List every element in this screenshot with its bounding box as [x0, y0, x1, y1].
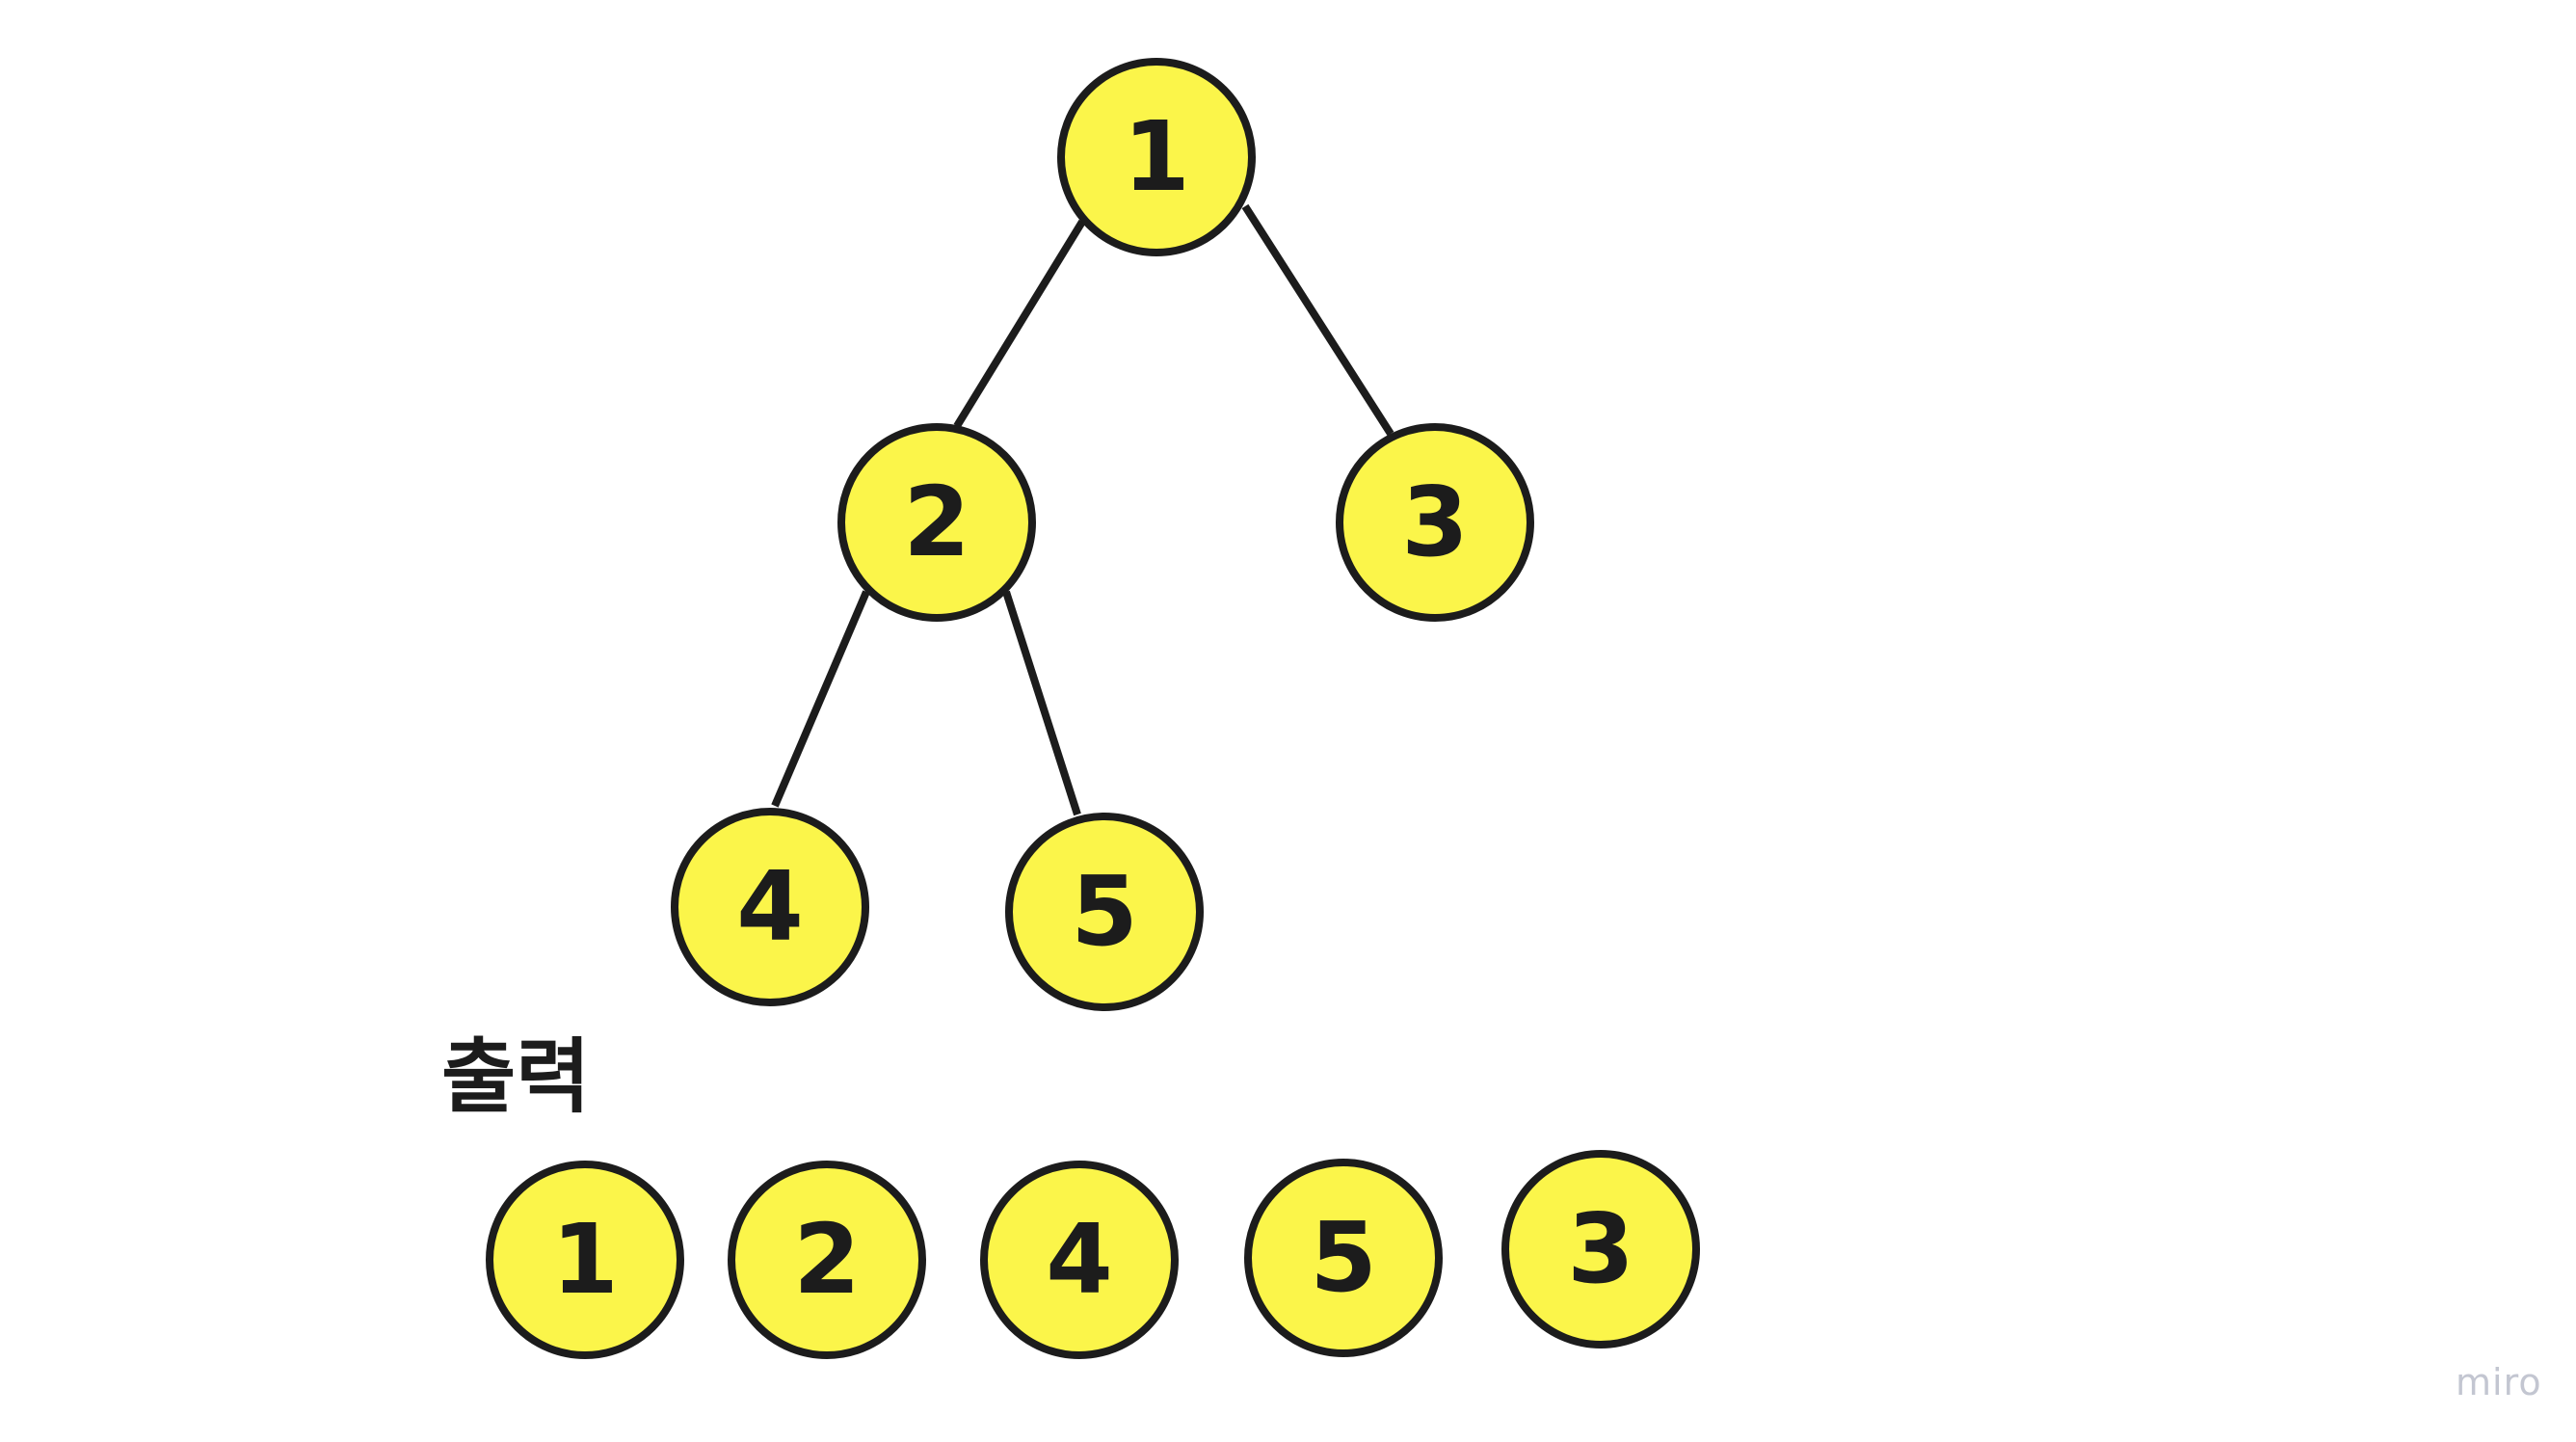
tree-node-1: 1	[1057, 58, 1256, 256]
tree-node-5: 5	[1005, 813, 1204, 1011]
output-node-1: 1	[486, 1161, 684, 1359]
output-node-3: 4	[980, 1161, 1179, 1359]
edge-2-4	[771, 590, 870, 808]
output-title: 출력	[441, 1029, 591, 1124]
edge-1-3	[1241, 203, 1394, 437]
output-node-2: 2	[728, 1161, 926, 1359]
tree-node-2: 2	[837, 423, 1036, 622]
tree-node-4: 4	[671, 808, 869, 1006]
edge-2-5	[1002, 590, 1081, 816]
output-node-4: 5	[1244, 1159, 1443, 1357]
tree-node-3: 3	[1336, 423, 1534, 622]
miro-watermark: miro	[2456, 1361, 2542, 1403]
output-node-5: 3	[1501, 1150, 1700, 1349]
edge-1-2	[953, 219, 1086, 429]
